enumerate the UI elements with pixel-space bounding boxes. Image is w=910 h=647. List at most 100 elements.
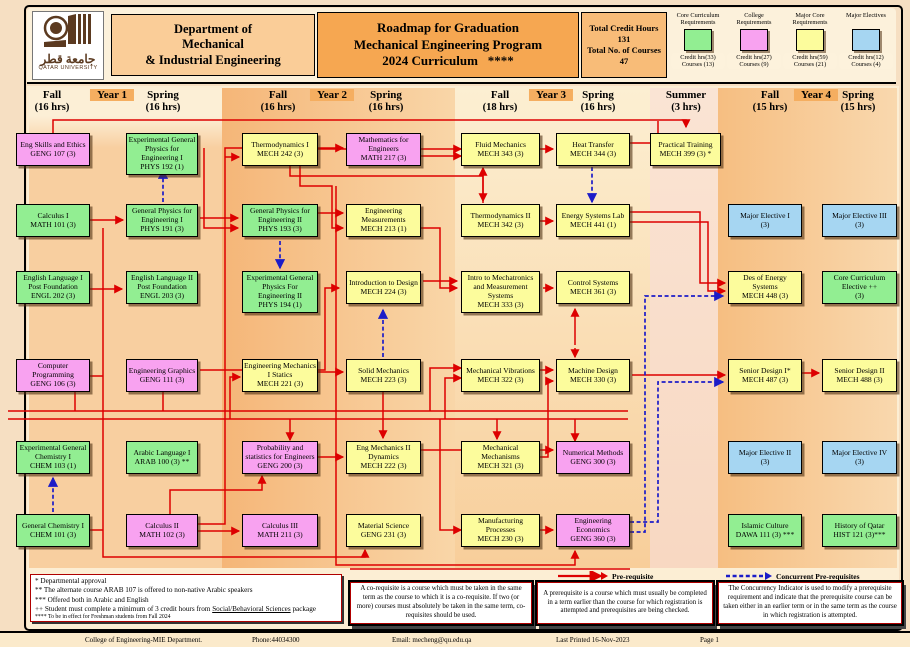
term-hours: (16 hrs): [145, 102, 181, 113]
university-emblem-icon: [43, 14, 91, 47]
legend-stats: Credit hrs(12)Courses (4): [839, 53, 893, 70]
note-4-underlined: Social/Behavioral Sciences: [212, 605, 291, 614]
course-code: MECH 448 (3): [742, 290, 788, 300]
course-code: PHYS 191 (3): [140, 223, 184, 233]
concurrent-explanation-box: The Concurrency Indicator is used to mod…: [718, 582, 902, 624]
course-name: General Physics for Engineering I: [132, 206, 192, 225]
course-experimental-general-physics-for-engineering-i: Experimental General Physics for Enginee…: [126, 133, 198, 175]
concurrent-arrow-legend: Concurrent Pre-requisites: [725, 570, 860, 582]
total-courses-label: Total No. of Courses: [587, 45, 661, 55]
course-name: Numerical Methods: [562, 447, 624, 457]
course-name: Experimental General Chemistry I: [19, 443, 87, 462]
course-code: DAWA 111 (3) ***: [735, 529, 795, 539]
course-name: General Chemistry I: [22, 520, 84, 530]
note-1: * Departmental approval: [35, 577, 107, 585]
semester-header-spring-2: Spring(16 hrs): [146, 89, 181, 113]
footnotes-box: * Departmental approval ** The alternate…: [30, 574, 342, 622]
note-5: **** To be in effect for Freshman studen…: [35, 614, 171, 621]
course-name: Major Elective III: [832, 210, 887, 220]
course-code: ARAB 100 (3) **: [134, 456, 190, 466]
course-code: ENGL 203 (3): [139, 290, 184, 300]
total-credit-hours-value: 131: [617, 33, 631, 44]
course-name: Experimental General Physics for Enginee…: [128, 135, 196, 162]
year4-band: [718, 88, 897, 568]
course-name: Major Elective IV: [831, 447, 888, 457]
year-chip: Year 3: [528, 89, 574, 101]
prerequisite-arrow-legend: Pre-requisite: [557, 570, 653, 582]
course-name: History of Qatar: [834, 520, 885, 530]
course-code: MATH 102 (3): [139, 529, 185, 539]
course-name: Calculus I: [37, 210, 69, 220]
course-name: Major Elective II: [738, 447, 792, 457]
footer-department: College of Engineering-MIE Department.: [85, 636, 203, 644]
logo-english-text: QATAR UNIVERSITY: [38, 65, 98, 71]
footer-page-number: Page 1: [700, 636, 719, 644]
semester-header-year-2-4: Year 2: [309, 89, 355, 101]
term-hours: (15 hrs): [840, 102, 876, 113]
footer-bar: College of Engineering-MIE Department. P…: [0, 631, 910, 647]
prerequisite-arrow-icon: [558, 571, 608, 581]
course-name: Mechanical Mechanisms: [481, 443, 520, 462]
course-code: GENG 106 (3): [30, 378, 76, 388]
legend-color-swatch: [796, 29, 824, 51]
course-name: Mathematics for Engineers: [358, 135, 409, 154]
semester-header-spring-8: Spring(16 hrs): [581, 89, 616, 113]
course-name: Senior Design I*: [739, 365, 791, 375]
course-code: MECH 333 (3): [477, 299, 524, 309]
course-name: Heat Transfer: [572, 139, 614, 149]
prereq-explanation-text: A prerequisite is a course which must us…: [543, 589, 707, 615]
semester-header-year-4-11: Year 4: [793, 89, 839, 101]
course-code: (3): [760, 456, 770, 466]
course-code: GENG 111 (3): [139, 374, 185, 384]
term-hours: (16 hrs): [580, 102, 616, 113]
course-name: Manufacturing Processes: [477, 516, 524, 535]
course-code: MECH 488 (3): [836, 374, 883, 384]
header-bar: جامعة قطر QATAR UNIVERSITY Department of…: [27, 8, 896, 84]
course-code: MECH 441 (1): [570, 219, 616, 229]
concurrent-arrow-icon: [726, 572, 772, 580]
term-label: Spring: [370, 89, 402, 101]
course-name: Experimental General Physics For Enginee…: [246, 273, 314, 300]
total-credit-hours-label: Total Credit Hours: [589, 22, 659, 33]
course-code: (3): [855, 456, 864, 466]
semester-header-year-3-7: Year 3: [528, 89, 574, 101]
course-name: Practical Training: [658, 139, 713, 149]
course-code: MECH 321 (3): [477, 460, 524, 470]
course-code: MECH 242 (3): [257, 148, 303, 158]
dept-line2: Mechanical: [182, 37, 244, 52]
course-core-curriculum-elective: Core Curriculum Elective ++(3): [822, 271, 897, 304]
course-code: GENG 231 (3): [360, 529, 407, 539]
legend-color-swatch: [684, 29, 712, 51]
course-intro-to-mechatronics-and-measurement-systems: Intro to Mechatronics and Measurement Sy…: [461, 271, 540, 313]
footer-phone: Phone:44034300: [252, 636, 300, 644]
legend-stats: Credit hrs(33)Courses (13): [671, 53, 725, 70]
course-major-elective-ii: Major Elective II(3): [728, 441, 802, 474]
course-name: Core Curriculum Elective ++: [833, 273, 886, 292]
course-code: MECH 322 (3): [477, 374, 524, 384]
course-name: Engineering Mechanics I Statics: [244, 361, 316, 380]
course-code: GENG 107 (3): [30, 148, 76, 158]
term-hours: (16 hrs): [34, 102, 70, 113]
course-code: MECH 230 (3): [477, 533, 524, 543]
